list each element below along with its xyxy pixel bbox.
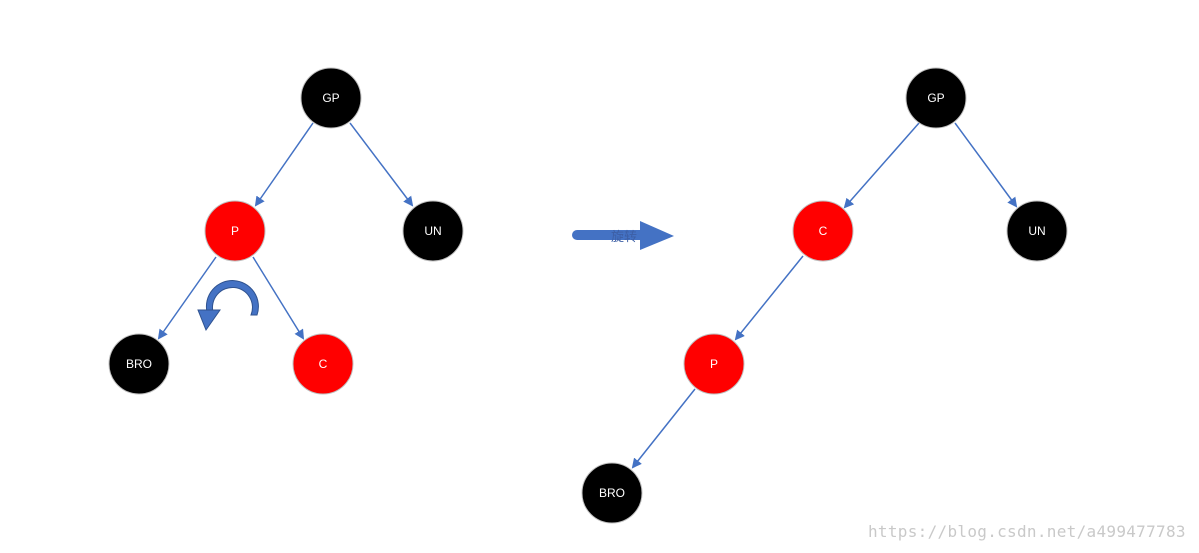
node-c: C [792,200,854,262]
node-un-label: UN [424,224,441,238]
edge-p-to-bro [157,256,217,340]
watermark-url: https://blog.csdn.net/a499477783 [868,522,1186,541]
node-c-label: C [819,224,828,238]
node-bro-label: BRO [126,357,152,371]
edge-p-to-c [252,256,305,340]
node-bro-label: BRO [599,486,625,500]
node-un-label: UN [1028,224,1045,238]
node-bro: BRO [581,462,643,524]
after-tree: GP C UN P BRO [581,67,1068,524]
before-tree: GP P UN BRO C [108,67,464,395]
node-gp-label: GP [927,91,944,105]
node-c-label: C [319,357,328,371]
node-un: UN [1006,200,1068,262]
rotation-label: 旋转 [611,230,637,245]
right-arrow-icon [572,221,674,250]
counterclockwise-rotate-icon [197,280,259,332]
node-un: UN [402,200,464,262]
node-p-label: P [710,357,718,371]
edge-gp-to-un [954,122,1018,208]
node-bro: BRO [108,333,170,395]
node-gp: GP [905,67,967,129]
edge-gp-to-c [843,122,920,209]
node-p: P [683,333,745,395]
node-c: C [292,333,354,395]
edge-gp-to-un [349,122,414,207]
node-gp: GP [300,67,362,129]
node-p-label: P [231,224,239,238]
edge-p-to-bro [631,388,696,469]
edge-c-to-p [734,255,804,341]
edge-gp-to-p [254,122,314,207]
node-gp-label: GP [322,91,339,105]
rotation-transition-arrow: 旋转 [572,221,674,250]
node-p: P [204,200,266,262]
